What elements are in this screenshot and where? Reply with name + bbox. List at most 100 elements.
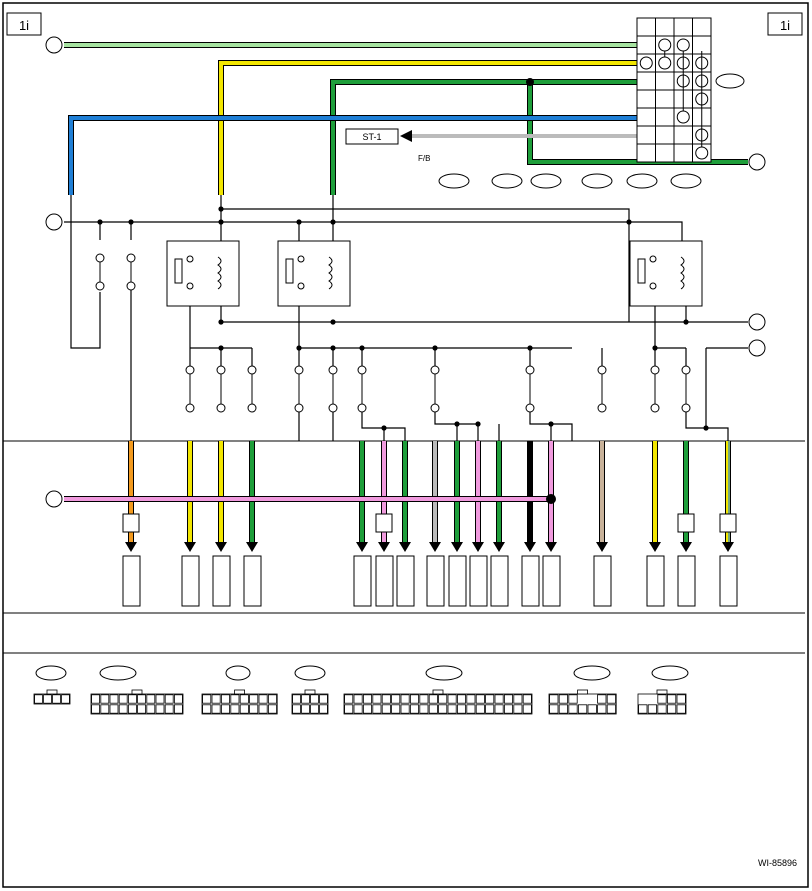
junction-dot	[548, 421, 554, 427]
switch-contact	[676, 38, 690, 52]
fb-box	[375, 555, 394, 607]
view-pin	[657, 694, 667, 704]
fb-box	[243, 555, 262, 607]
view-pin	[301, 704, 310, 714]
fuse-terminal	[216, 365, 226, 375]
view-code-oval	[425, 665, 463, 681]
fb-arrow	[399, 542, 411, 552]
view-pin	[494, 694, 504, 704]
connector-terminals	[45, 36, 766, 508]
connector-terminal	[748, 153, 766, 171]
fb-arrow	[680, 542, 692, 552]
fb-arrow	[125, 542, 137, 552]
view-pin	[676, 694, 686, 704]
fb-arrow	[429, 542, 441, 552]
fuse-terminal	[650, 365, 660, 375]
junction-dot-p	[546, 494, 556, 504]
junction-dot	[296, 219, 302, 225]
fb-arrow	[472, 542, 484, 552]
view-latch	[131, 689, 143, 695]
fuse-terminal	[185, 403, 195, 413]
fb-box	[181, 555, 200, 607]
connector-terminal	[748, 313, 766, 331]
view-pin	[43, 694, 52, 704]
view-pin	[292, 704, 301, 714]
connector-view	[33, 665, 71, 705]
view-pin	[447, 704, 457, 714]
view-pin	[667, 704, 677, 714]
view-pin	[419, 694, 429, 704]
relay-terminal	[186, 255, 194, 263]
ignition-switch	[636, 17, 745, 163]
connector-terminal	[45, 490, 63, 508]
fuse-terminal	[525, 403, 535, 413]
view-pin	[239, 704, 249, 714]
fb-arrow	[493, 542, 505, 552]
wire-y	[219, 61, 637, 195]
relay-coil	[680, 256, 685, 290]
view-pin	[91, 694, 100, 704]
relay-coil	[328, 256, 333, 290]
view-pin	[353, 694, 363, 704]
fuse-terminal	[357, 403, 367, 413]
view-latch	[234, 689, 246, 695]
view-pin	[100, 694, 110, 704]
junction-dot	[703, 425, 709, 431]
fuse-terminal	[328, 365, 338, 375]
view-pin	[258, 694, 268, 704]
fb-box	[469, 555, 488, 607]
wire-g-top	[331, 80, 637, 195]
fuse-terminal	[597, 403, 607, 413]
view-pin	[485, 694, 495, 704]
legend-oval	[626, 173, 658, 189]
legend-oval	[581, 173, 613, 189]
wire-l	[69, 116, 637, 195]
page-id-left: 1i	[6, 12, 42, 36]
view-code-oval	[573, 665, 611, 681]
view-pin	[155, 694, 165, 704]
fuse-terminal	[681, 365, 691, 375]
view-pin	[52, 694, 61, 704]
view-pin	[319, 704, 328, 714]
view-pin	[428, 704, 438, 714]
switch-contact	[676, 110, 690, 124]
fb-box	[542, 555, 561, 607]
fuse-terminal	[247, 365, 257, 375]
note-box	[677, 513, 695, 533]
svg-text:ST-1: ST-1	[362, 132, 381, 142]
view-pin	[202, 694, 212, 704]
fb-arrow	[246, 542, 258, 552]
junction-dot	[128, 219, 134, 225]
junction-dot	[330, 219, 336, 225]
view-pin	[91, 704, 100, 714]
fuse-terminal	[294, 403, 304, 413]
fb-arrow	[378, 542, 390, 552]
bus-o	[64, 221, 683, 241]
relay-terminal	[297, 282, 305, 290]
view-pin	[447, 694, 457, 704]
view-latch	[577, 689, 588, 695]
connector-terminal	[748, 339, 766, 357]
view-pin	[344, 704, 354, 714]
relay-contact	[174, 258, 183, 284]
view-pin	[438, 694, 448, 704]
fb-box	[426, 555, 445, 607]
view-pin	[647, 704, 658, 714]
view-pin	[400, 704, 410, 714]
view-pin	[466, 694, 476, 704]
view-pin	[558, 704, 569, 714]
st-arrow	[400, 130, 412, 142]
view-pin	[137, 694, 147, 704]
connector-terminal	[45, 213, 63, 231]
view-pin	[146, 704, 156, 714]
view-pin	[164, 704, 174, 714]
view-pin	[667, 694, 677, 704]
view-pin	[475, 694, 485, 704]
connector-view	[637, 665, 689, 715]
view-code-oval	[651, 665, 689, 681]
view-pin	[409, 694, 419, 704]
view-pin	[657, 704, 667, 714]
relay-body	[277, 240, 351, 307]
view-pin	[578, 704, 588, 714]
view-pin	[61, 694, 70, 704]
